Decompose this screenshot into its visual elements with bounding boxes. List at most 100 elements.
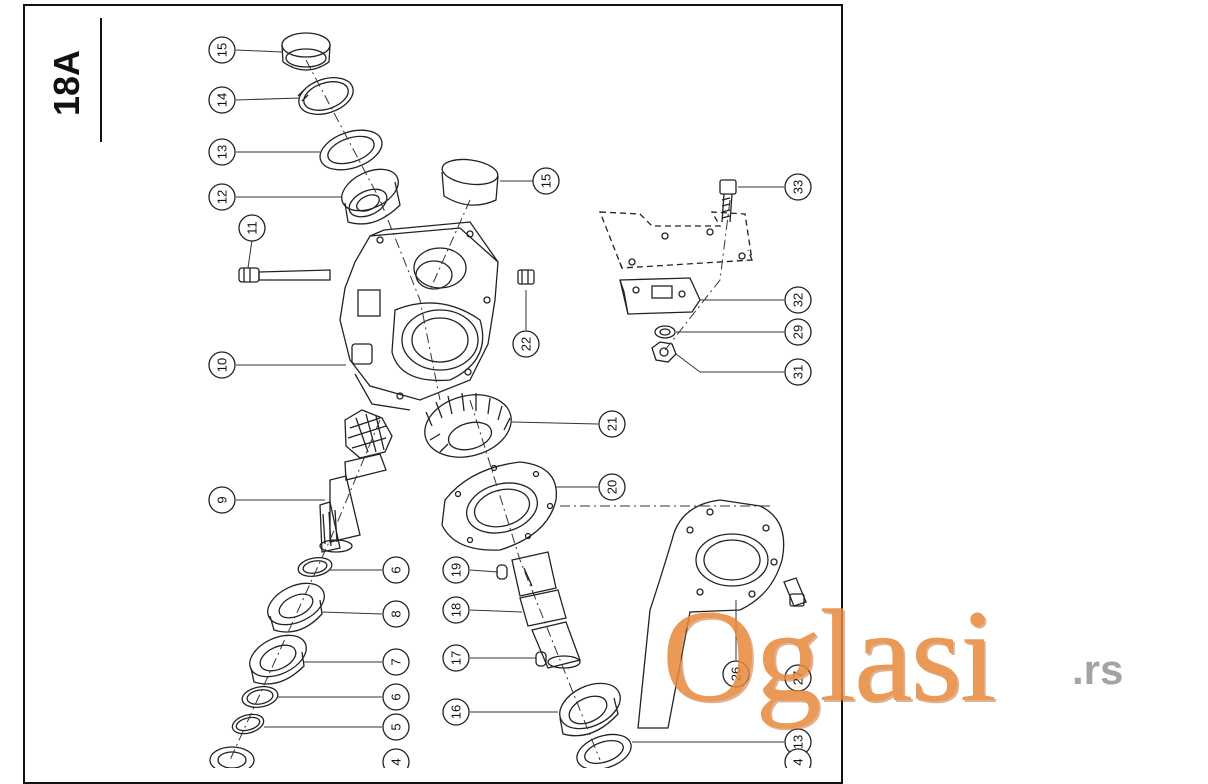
callout-c21: 21 [598,410,626,438]
callout-number: 11 [245,221,260,235]
callout-c8: 8 [382,600,410,628]
callout-circle [382,556,410,584]
leader-lines [235,49,784,743]
callout-c19: 19 [442,556,470,584]
callout-circle [784,173,812,201]
part-bolt-33 [719,179,737,223]
part-gearbox-housing [339,221,499,411]
callout-c31: 31 [784,358,812,386]
part-arm-bolt [783,577,807,607]
callout-number: 27 [791,671,806,685]
callout-number: 6 [389,566,404,573]
callout-circle [382,713,410,741]
callout-number: 9 [215,496,230,503]
callout-c5: 5 [382,713,410,741]
part-bracket-holes [628,228,746,266]
callout-number: 31 [791,365,806,379]
callout-number: 16 [449,705,464,719]
callout-circle [382,648,410,676]
callout-number: 15 [539,174,554,188]
callout-c27: 27 [784,664,812,692]
callout-circle [442,644,470,672]
callout-c14a: 14 [208,86,236,114]
callout-number: 13 [791,735,806,749]
callout-circle [722,660,750,688]
callout-circle [598,473,626,501]
callout-circle [532,167,560,195]
callout-circle [784,748,812,768]
callout-c32: 32 [784,286,812,314]
watermark: Oglasi .rs [662,590,1182,730]
callout-c29: 29 [784,318,812,346]
callout-c15a: 15 [208,36,236,64]
callout-c33: 33 [784,173,812,201]
callout-number: 12 [215,190,230,204]
part-washer-lower [576,733,632,768]
part-mounting-arm [637,499,785,729]
callout-number: 14 [215,93,230,107]
callout-number: 22 [519,337,534,351]
diagram-page: 18A [23,4,1182,784]
watermark-domain: .rs [1072,646,1124,693]
callout-c9: 9 [208,486,236,514]
callout-c26: 26 [722,660,750,688]
part-bracket-bent [599,211,753,269]
callout-circle [382,748,410,768]
callout-number: 13 [215,145,230,159]
callout-number: 17 [449,651,464,665]
callout-layer: 1514131211109687654152221201918171633322… [208,36,812,768]
callout-circle [208,36,236,64]
callout-circle [442,698,470,726]
callout-circle [784,286,812,314]
part-clamp-block [619,277,701,315]
callout-number: 32 [791,293,806,307]
callout-circle [442,596,470,624]
part-spacer-ring-6a [297,557,333,577]
part-bearing-16 [559,682,621,737]
callout-c4a: 4 [382,748,410,768]
part-circlip-5 [231,713,265,735]
callout-c6a: 6 [382,556,410,584]
center-lines [229,59,770,761]
callout-c4b: 4 [784,748,812,768]
callout-circle [382,600,410,628]
callout-number: 6 [389,693,404,700]
callout-c13b: 13 [784,728,812,756]
part-cap-side [441,158,499,206]
part-cap-top [281,32,331,71]
callout-c17: 17 [442,644,470,672]
callout-circle [238,214,266,242]
callout-c13a: 13 [208,138,236,166]
part-key-17 [535,651,547,667]
part-bevel-gear [424,392,512,458]
watermark-brand: Oglasi [662,582,997,729]
callout-c11: 11 [238,214,266,242]
callout-c20: 20 [598,473,626,501]
callout-circle [784,318,812,346]
callout-number: 33 [791,180,806,194]
callout-number: 19 [449,563,464,577]
part-bearing-8 [267,582,325,633]
callout-number: 4 [389,758,404,765]
sheet-label-box: 18A [30,18,102,142]
callout-circle [382,683,410,711]
part-spacer-ring-6b [241,686,279,708]
callout-circle [208,486,236,514]
callout-number: 20 [605,480,620,494]
part-seal-4a [209,746,255,768]
part-washer-29 [654,325,676,339]
callout-circle [208,86,236,114]
exploded-parts-drawing [209,32,807,768]
callout-c22: 22 [512,330,540,358]
callout-circle [208,183,236,211]
callout-number: 29 [791,325,806,339]
callout-number: 5 [389,723,404,730]
part-bearing-top [341,168,401,225]
callout-c6b: 6 [382,683,410,711]
callout-c10: 10 [208,351,236,379]
callout-c12: 12 [208,183,236,211]
part-bearing-7 [249,634,307,685]
callout-number: 7 [389,658,404,665]
callout-c15b: 15 [532,167,560,195]
part-grease-fitting [238,267,331,283]
